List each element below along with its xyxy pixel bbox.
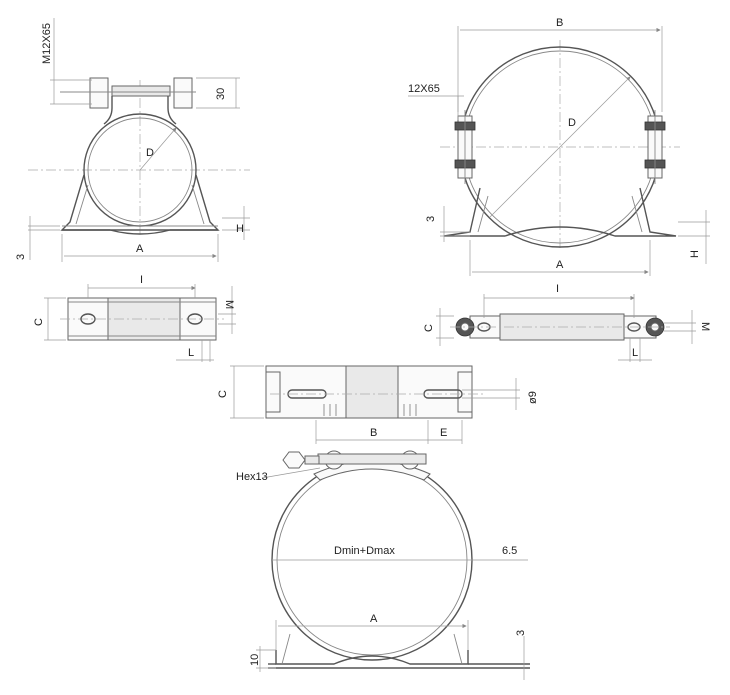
label-slot: M [699, 322, 711, 331]
label-thickness: 3 [15, 254, 27, 260]
label-bolt-height: 30 [215, 88, 227, 100]
view-middle-plan: C ø9 B E [217, 365, 539, 444]
view-top-left: D A H 3 30 M12X65 [15, 18, 250, 262]
label-thickness: 3 [425, 216, 437, 222]
view-plan-right: I C M L [423, 283, 711, 362]
label-edge: E [440, 427, 447, 439]
label-range: Dmin+Dmax [334, 545, 395, 557]
view-top-right: D B 12X65 3 A H [408, 17, 710, 276]
label-width: A [556, 259, 564, 271]
label-width: A [370, 613, 378, 625]
label-hole: ø9 [527, 391, 539, 404]
view-band-clamp: Hex13 Dmin+Dmax 6.5 A 3 10 [236, 450, 530, 680]
label-diameter: D [146, 147, 154, 159]
label-span: B [370, 427, 377, 439]
label-leg: L [188, 347, 194, 359]
label-thread: M12X65 [41, 23, 53, 64]
label-width: A [136, 243, 144, 255]
label-length: I [556, 283, 559, 295]
label-leg: L [632, 347, 638, 359]
label-width: C [217, 390, 229, 398]
view-plan-left: I C M L [33, 274, 236, 362]
label-width: C [33, 318, 45, 326]
label-band: 6.5 [502, 545, 517, 557]
label-overall: B [556, 17, 563, 29]
label-base-height: H [689, 250, 701, 258]
label-thickness: 3 [515, 630, 527, 636]
label-base: 10 [249, 654, 261, 666]
label-width: C [423, 324, 435, 332]
label-hex: Hex13 [236, 471, 268, 483]
label-base-height: H [236, 223, 244, 235]
label-thread: 12X65 [408, 83, 440, 95]
label-diameter: D [568, 117, 576, 129]
label-length: I [140, 274, 143, 286]
label-slot: M [223, 300, 235, 309]
